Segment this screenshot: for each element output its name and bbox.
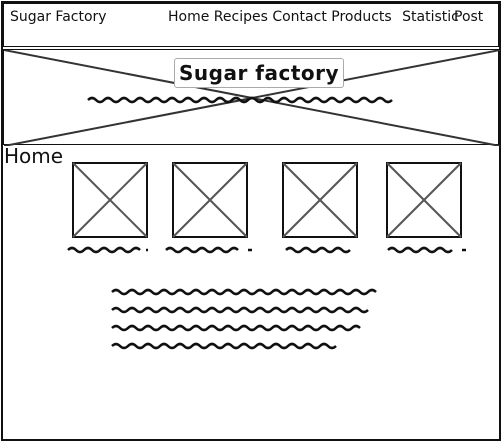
product-caption-scribble [165,246,252,254]
nav-links: Home Recipes Contact Products Statistic [168,9,459,25]
product-image-placeholder[interactable] [172,162,248,238]
nav-link-products[interactable]: Products [331,9,392,25]
hero-title: Sugar factory [174,58,345,88]
product-image-placeholder[interactable] [72,162,148,238]
nav-link-post[interactable]: Post [454,9,484,25]
hero-banner: Sugar factory [3,49,500,146]
nav-link-statistic[interactable]: Statistic [402,9,459,25]
nav-link-recipes[interactable]: Recipes [213,9,268,25]
product-caption-scribble [285,246,351,254]
nav-link-home[interactable]: Home [168,9,210,25]
product-caption-scribble [67,246,148,254]
hero-subtitle-scribble [87,96,393,104]
brand-logo-text[interactable]: Sugar Factory [10,9,107,25]
nav-link-contact[interactable]: Contact [272,9,327,25]
section-heading: Home [4,144,64,168]
product-image-placeholder[interactable] [282,162,358,238]
product-image-placeholder[interactable] [386,162,462,238]
product-caption-scribble [387,246,466,254]
navbar: Sugar Factory Home Recipes Contact Produ… [3,3,499,47]
body-text-scribble [111,288,377,350]
